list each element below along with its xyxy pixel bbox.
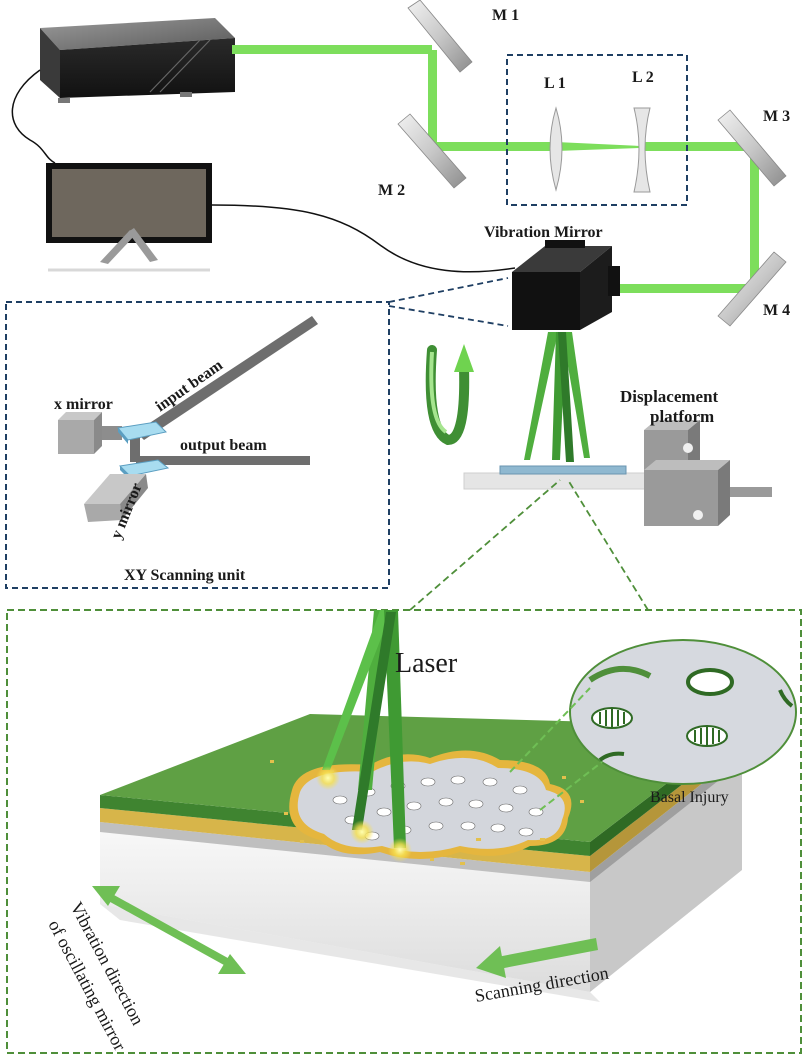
scanning-direction-arrow xyxy=(476,938,598,978)
label-m3: M 3 xyxy=(763,108,790,125)
label-displacement-2: platform xyxy=(650,407,714,426)
zoom-leader-2 xyxy=(539,761,603,811)
curved-arrow-icon xyxy=(425,344,474,446)
vibration-direction-arrow xyxy=(92,886,246,974)
displacement-stage-icon xyxy=(644,420,772,526)
process-leader-2 xyxy=(567,479,649,611)
beam-segment-3 xyxy=(432,142,556,151)
label-l1: L 1 xyxy=(544,75,566,92)
cable-monitor-galvo xyxy=(211,204,516,273)
laser-box-icon xyxy=(40,18,235,103)
beam-segment-1 xyxy=(232,45,432,54)
mirror-m2 xyxy=(397,113,467,189)
lens-l1-icon xyxy=(549,106,563,192)
mirror-m4 xyxy=(717,251,787,327)
basal-injury-zoom xyxy=(569,639,797,785)
sample-stage-top xyxy=(463,465,651,490)
label-laser: Laser xyxy=(395,648,458,679)
label-x-mirror: x mirror xyxy=(54,396,113,413)
label-output-beam: output beam xyxy=(180,437,267,454)
label-displacement-1: Displacement xyxy=(620,387,719,406)
beam-segment-2 xyxy=(428,50,437,150)
label-xy-scanning-unit: XY Scanning unit xyxy=(124,567,246,584)
mirror-m1 xyxy=(407,0,473,73)
label-m1: M 1 xyxy=(492,7,519,24)
label-m4: M 4 xyxy=(763,302,790,319)
inset-leader-2 xyxy=(388,305,509,327)
scanning-beams-top xyxy=(524,332,590,462)
beam-segment-6 xyxy=(606,284,756,293)
laser-beams-bottom xyxy=(316,610,412,862)
label-basal-injury: Basal Injury xyxy=(650,789,729,806)
process-leader-1 xyxy=(409,479,561,611)
mirror-m3 xyxy=(717,109,787,187)
beam-segment-5 xyxy=(750,146,759,292)
galvo-scanner-icon xyxy=(512,240,620,330)
monitor-icon xyxy=(46,163,212,272)
lens-l2-icon xyxy=(633,107,651,193)
cable-laser-monitor xyxy=(11,69,56,164)
xy-scanner-illustration xyxy=(58,316,318,522)
lens-group-frame xyxy=(506,54,688,206)
beam-segment-4 xyxy=(640,142,758,151)
zoom-leader-1 xyxy=(509,687,591,773)
label-l2: L 2 xyxy=(632,69,654,86)
label-vibration-mirror: Vibration Mirror xyxy=(484,224,603,241)
label-m2: M 2 xyxy=(378,182,405,199)
beam-focus xyxy=(556,142,640,151)
inset-leader-1 xyxy=(388,277,509,303)
